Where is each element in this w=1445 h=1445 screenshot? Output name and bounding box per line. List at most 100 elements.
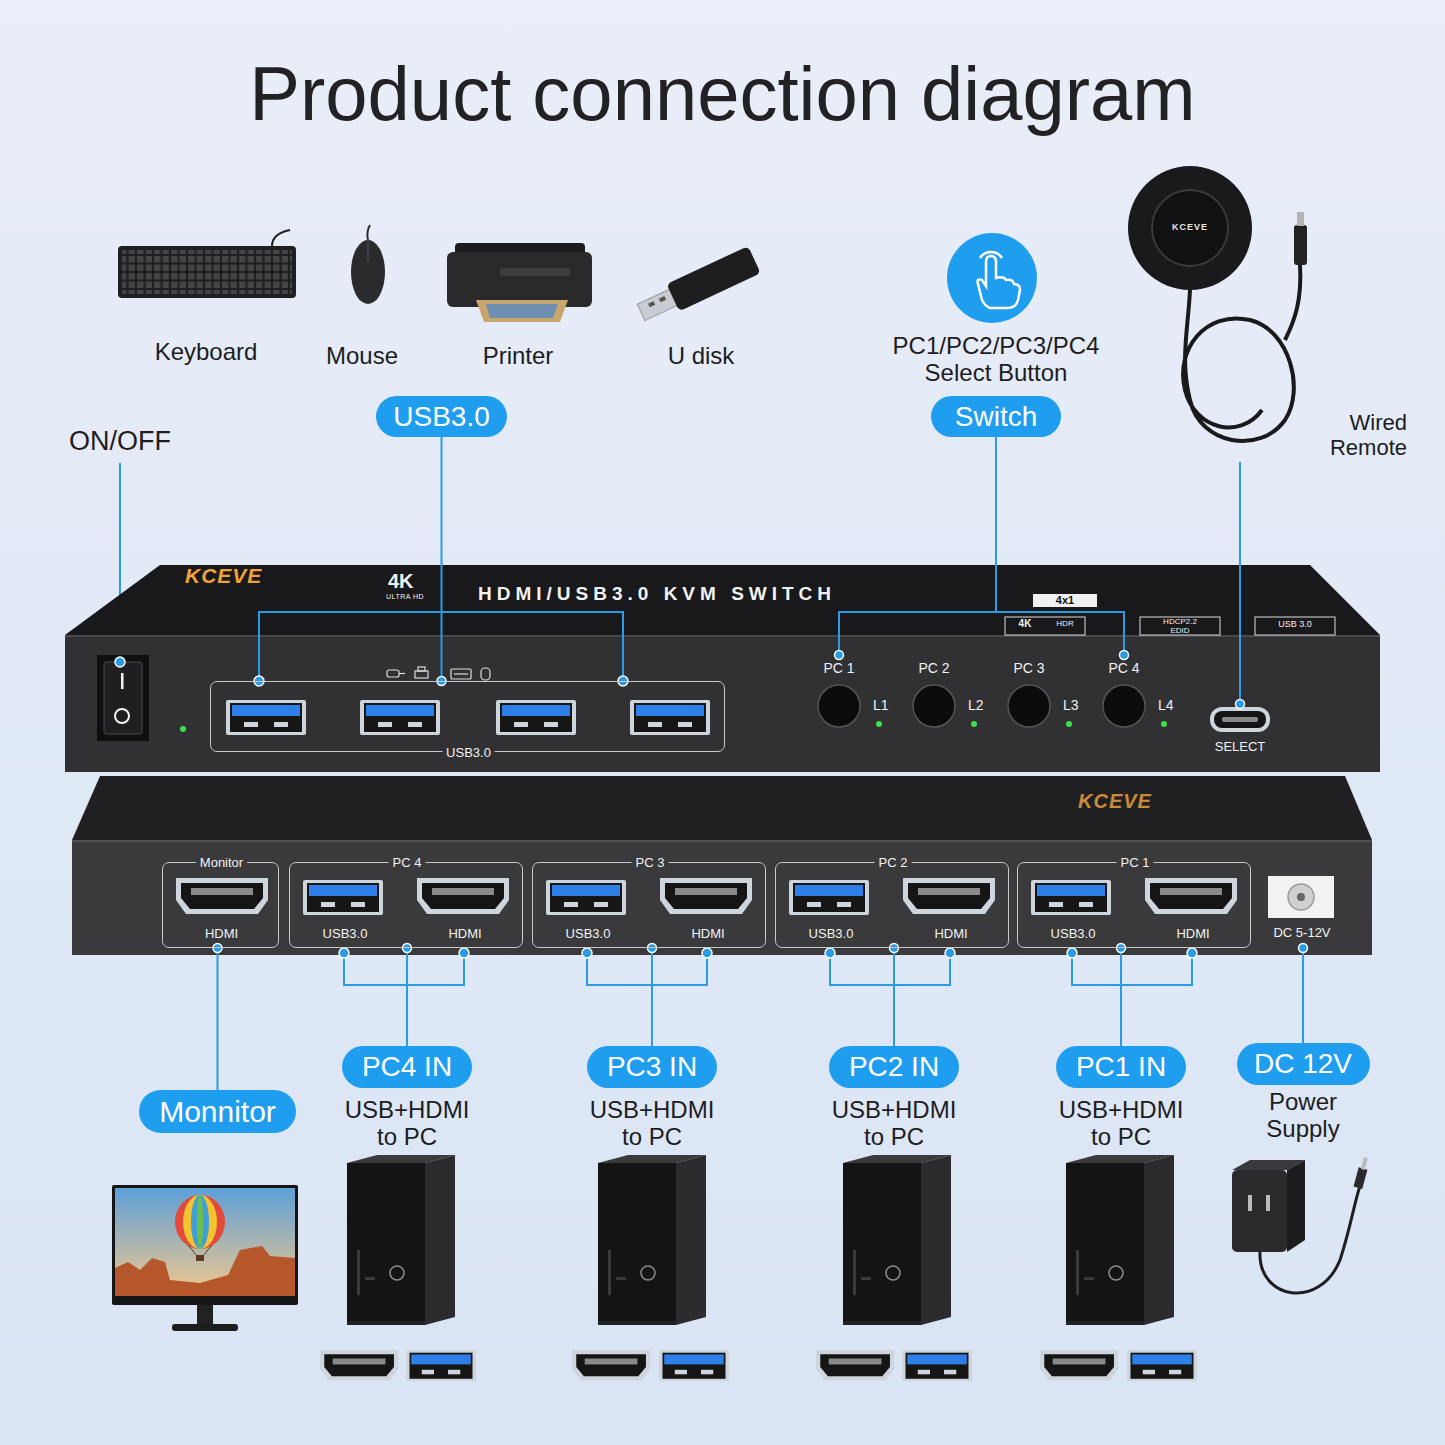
- connector-dot: [702, 948, 712, 958]
- kvm-rear-unit: [176, 878, 268, 914]
- port-label: HDMI: [691, 926, 724, 941]
- callout-heading: PC1/PC2/PC3/PC4 Select Button: [886, 332, 1106, 386]
- kvm-front-panel: KCEVE4KULTRA HDHDMI/USB3.0 KVM SWITCH4x1…: [65, 565, 1380, 772]
- kvm-front-unit: [496, 700, 576, 735]
- port-icons: [399, 673, 405, 674]
- kvm-front-unit: [97, 655, 149, 741]
- connector-line: [406, 948, 408, 1046]
- power-adapter-illustration: [1266, 1195, 1270, 1211]
- select-port: SELECT: [1205, 704, 1275, 756]
- diagram-title: Product connection diagram: [0, 54, 1445, 134]
- mouse-illustration: [367, 225, 370, 240]
- dc-jack: DC 5-12V: [1262, 870, 1342, 948]
- callout-body: USB+HDMI to PC: [824, 1096, 964, 1150]
- spec-badge: HDCP2.2: [1163, 617, 1197, 626]
- kvm-rear-panel: KCEVEMonitorHDMIPC 4USB3.0HDMIPC 3USB3.0…: [72, 776, 1372, 955]
- port-icons: [481, 668, 490, 680]
- caption-label: ON/OFF: [69, 426, 171, 457]
- connector-dot: [115, 657, 125, 667]
- port-group-title: PC 2: [875, 855, 912, 870]
- kvm-front-unit: [104, 662, 142, 734]
- kvm-front-unit: [121, 673, 124, 689]
- monitor-illustration: [175, 1195, 225, 1249]
- wired-remote-illustration: [1294, 225, 1307, 265]
- button-label: PC 3: [1013, 660, 1044, 676]
- spec-badge: HDR: [1056, 619, 1073, 629]
- kvm-rear-unit: [1031, 880, 1111, 915]
- port-label: HDMI: [205, 926, 238, 941]
- port-icon: [1127, 1350, 1197, 1382]
- printer-illustration: [476, 300, 568, 322]
- wired-remote-illustration: [1128, 166, 1252, 290]
- port-icon: [902, 1350, 972, 1382]
- pill-label: Monnitor: [139, 1090, 296, 1133]
- pc-port-group: PC 1USB3.0HDMI: [1017, 862, 1251, 948]
- brand-logo: KCEVE: [185, 565, 262, 587]
- pill-label: PC3 IN: [587, 1046, 717, 1088]
- kvm-rear-unit: [1288, 884, 1314, 910]
- port-label: USB3.0: [1051, 926, 1096, 941]
- kvm-front-unit: [1008, 685, 1050, 727]
- caption-label: Printer: [483, 342, 554, 370]
- wired-remote-illustration: [1285, 265, 1300, 340]
- pill-label: PC4 IN: [342, 1046, 472, 1088]
- printer-illustration: [447, 243, 592, 322]
- kvm-front-unit: [1005, 617, 1085, 635]
- connector-dot: [1120, 651, 1129, 660]
- touch-icon: [978, 256, 1021, 308]
- kvm-front-unit: [1066, 721, 1072, 727]
- keyboard-illustration: [272, 230, 290, 246]
- monitor-port-group: MonitorHDMI: [162, 862, 279, 948]
- connector-line: [1302, 948, 1304, 1043]
- bracket-lines: [259, 612, 1192, 985]
- kvm-front-unit: [876, 721, 882, 727]
- port-label: HDMI: [1176, 926, 1209, 941]
- pc-tower-illustration: [347, 1155, 455, 1325]
- wired-remote: KCEVEWired Remote: [1125, 160, 1312, 462]
- kvm-front-unit: [65, 635, 1380, 772]
- callout-pill: PC4 INUSB+HDMI to PC: [342, 1046, 472, 1088]
- kvm-rear-unit: [1145, 878, 1237, 914]
- port-icons: [454, 673, 468, 674]
- printer-illustration: [486, 304, 558, 318]
- kvm-front-unit: [65, 565, 1380, 772]
- kvm-front-unit: [1140, 617, 1220, 635]
- port-icon: [406, 1350, 476, 1382]
- connector-dot: [1067, 948, 1077, 958]
- callout-label: Wired Remote: [1312, 410, 1407, 460]
- keyboard-illustration: [118, 230, 296, 298]
- callout-body: USB+HDMI to PC: [1051, 1096, 1191, 1150]
- monitor-illustration: [183, 1195, 217, 1249]
- port-icons: [387, 670, 399, 677]
- kvm-rear-unit: [303, 880, 383, 915]
- led-label: L1: [873, 697, 889, 713]
- resolution-logo: 4K: [388, 571, 414, 591]
- pill-label: Switch: [931, 396, 1061, 437]
- connector-dot: [835, 651, 844, 660]
- kvm-front-unit: [913, 685, 955, 727]
- port-icon: [816, 1350, 894, 1381]
- port-label: SELECT: [1215, 739, 1266, 754]
- kvm-rear-unit: [72, 840, 1372, 842]
- kvm-rear-unit: [72, 776, 1372, 840]
- button-label: PC 4: [1108, 660, 1139, 676]
- touch-icon: [947, 233, 1037, 323]
- button-label: PC 1: [823, 660, 854, 676]
- bracket-lines: [587, 953, 707, 985]
- connector-line: [839, 437, 996, 655]
- kvm-rear-unit: [1297, 893, 1305, 901]
- connector-dot: [825, 948, 835, 958]
- callout-pill: PC1/PC2/PC3/PC4 Select ButtonSwitch: [931, 396, 1061, 437]
- kvm-rear-unit: [72, 840, 1372, 955]
- port-label: USB3.0: [566, 926, 611, 941]
- connector-line: [996, 437, 1124, 655]
- kvm-front-unit: [630, 700, 710, 735]
- power-adapter-illustration: [1248, 1195, 1252, 1211]
- port-icons: [415, 671, 428, 678]
- pc-port-group: PC 2USB3.0HDMI: [775, 862, 1009, 948]
- port-icons: [451, 669, 471, 679]
- kvm-front-unit: [226, 700, 306, 735]
